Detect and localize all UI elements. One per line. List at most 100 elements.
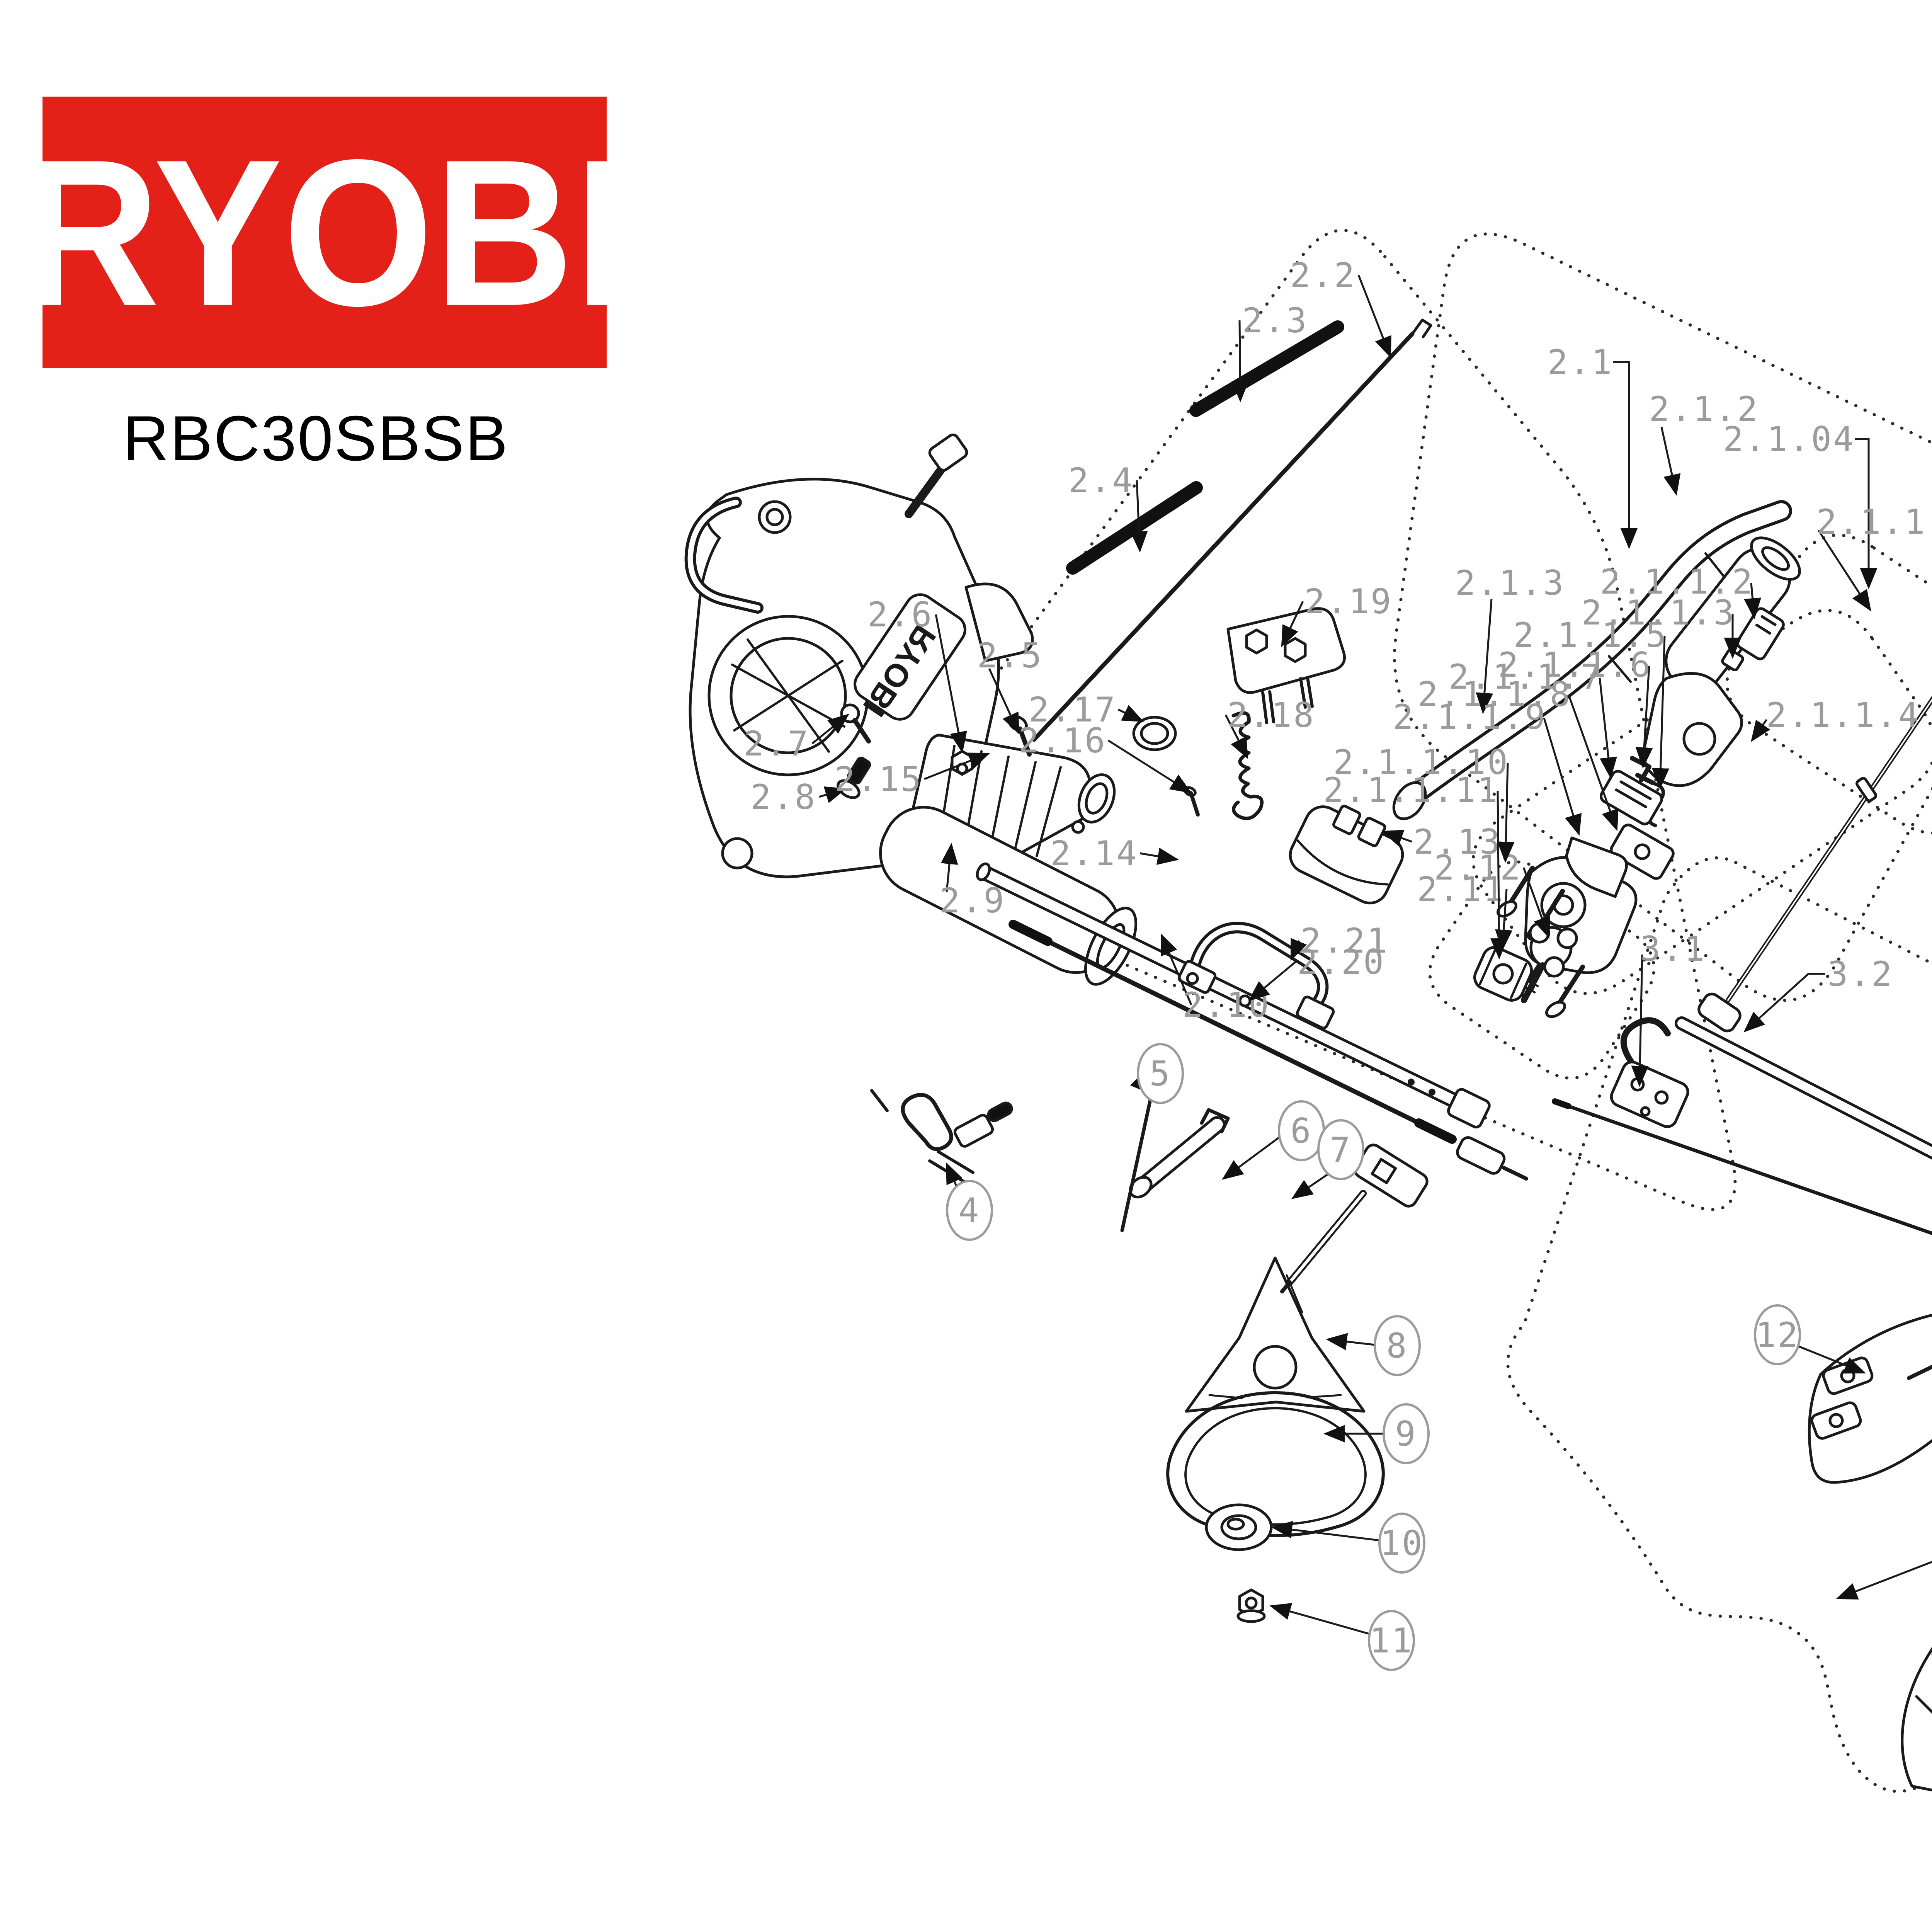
cup-washer (1205, 1503, 1273, 1551)
part-label-2.5: 2.5 (977, 636, 1043, 676)
item-number-6: 6 (1291, 1111, 1313, 1151)
inner-drive-shaft (1009, 920, 1528, 1181)
leader-item-12 (1796, 1344, 1866, 1374)
part-label-2.1.04: 2.1.04 (1723, 419, 1855, 459)
leader-2.2 (1357, 275, 1391, 358)
tri-arc-blade (1185, 1256, 1366, 1413)
guard-extension (1901, 1647, 1932, 1792)
leader-2.14 (1139, 847, 1179, 865)
spark-plug (905, 459, 950, 518)
lower-boom-tube (1675, 1016, 1932, 1160)
spring-2-18 (1231, 711, 1264, 820)
leader-2.1.1.1 (1817, 529, 1871, 612)
leader-2.9 (940, 843, 958, 892)
handlebar-tube (1392, 500, 1792, 820)
part-label-2.6: 2.6 (867, 595, 934, 635)
lower-boom-assembly (1552, 1016, 1932, 1235)
throttle-wire-2-2 (1032, 332, 1415, 742)
small-fasteners (837, 607, 1346, 834)
item-circle-4 (946, 1180, 993, 1241)
leader-2.1.1.7 (1599, 677, 1617, 779)
throttle-cables-and-rods (1032, 318, 1432, 742)
item-circle-9 (1383, 1403, 1430, 1464)
leader-2.1.1.4 (1751, 719, 1770, 742)
engine-assembly: RYOBI (684, 433, 1116, 878)
leader-2.17 (1117, 704, 1144, 722)
part-label-2.1.1.11: 2.1.1.11 (1323, 770, 1499, 810)
part-label-2.20: 2.20 (1297, 942, 1385, 982)
hanger-hook (1620, 1017, 1671, 1065)
leader-item-11 (1269, 1603, 1370, 1635)
item-circle-7 (1317, 1119, 1364, 1180)
leader-2.1.1.9 (1543, 718, 1582, 836)
leader-2.4 (1130, 480, 1148, 553)
item-number-7: 7 (1330, 1130, 1352, 1170)
throttle-lever (964, 582, 1034, 662)
item-circle-12 (1754, 1304, 1801, 1365)
shaft-clamp (1473, 946, 1533, 1002)
ryobi-logo-text: RYOBI (20, 116, 629, 349)
item-circle-8 (1374, 1315, 1421, 1376)
leader-2.15 (924, 752, 990, 780)
leader-2.19 (1281, 601, 1304, 647)
part-label-2.19: 2.19 (1304, 582, 1393, 621)
blade-deflector (1808, 1314, 1932, 1484)
cable-sheath-2-4 (1066, 481, 1203, 575)
throttle-plate (1610, 824, 1675, 880)
part-label-2.1.3: 2.1.3 (1455, 563, 1565, 603)
part-label-2.11: 2.11 (1417, 870, 1505, 909)
item-number-11: 11 (1369, 1621, 1413, 1661)
part-label-2.14: 2.14 (1050, 834, 1138, 873)
leader-2.1.1.6 (1635, 665, 1653, 769)
part-label-2.13: 2.13 (1413, 822, 1502, 862)
part-label-2.16: 2.16 (1019, 721, 1107, 761)
model-number: RBC30SBSB (123, 403, 509, 474)
leader-2.16 (1107, 739, 1192, 793)
harness-clip (870, 1089, 1013, 1185)
item-circle-11 (1368, 1610, 1415, 1671)
part-label-2.1.1.3: 2.1.1.3 (1582, 593, 1736, 633)
leader-2.1.04 (1855, 438, 1878, 589)
coupler-housing (1289, 805, 1404, 905)
leader-2.1.3 (1476, 599, 1493, 714)
part-label-2.1.1.8: 2.1.1.8 (1418, 674, 1572, 714)
flange-nut (1236, 1588, 1266, 1623)
section-2-boundary (889, 229, 1737, 1211)
throttle-cable-assembly (1697, 696, 1932, 1033)
item-number-12: 12 (1755, 1315, 1799, 1355)
leader-2.7 (811, 713, 849, 744)
leader-2.1.1.11 (1490, 791, 1508, 960)
part-label-2.1.1.7: 2.1.1.7 (1449, 657, 1603, 697)
item-number-5: 5 (1150, 1054, 1172, 1094)
part-label-2.1.1.2: 2.1.1.2 (1600, 562, 1754, 602)
part-label-2.15: 2.15 (835, 759, 923, 799)
leader-2.10 (1160, 933, 1192, 1005)
item-number-9: 9 (1395, 1414, 1417, 1454)
part-label-2.1.1.6: 2.1.1.6 (1498, 645, 1652, 685)
part-label-2.7: 2.7 (744, 724, 810, 764)
stop-switch (1736, 607, 1785, 660)
leader-item-7 (1291, 1169, 1335, 1199)
part-label-2.1.1.5: 2.1.1.5 (1514, 615, 1668, 655)
clamp-cluster-boundary (1428, 860, 1656, 1080)
item-number-10: 10 (1380, 1523, 1424, 1563)
callout-layer: 2.12.22.32.42.52.62.72.82.92.102.112.122… (744, 255, 1932, 1671)
leader-2.20 (1248, 961, 1296, 1002)
part-label-2.21: 2.21 (1301, 921, 1389, 961)
leader-2.1.2 (1660, 427, 1681, 496)
part-label-2.1.1.9: 2.1.1.9 (1393, 697, 1547, 737)
leader-2.13 (1381, 830, 1412, 846)
blade-guard-ring (1166, 1391, 1385, 1537)
leader-2.5 (988, 668, 1020, 735)
part-label-2.3: 2.3 (1242, 301, 1308, 340)
leader-item-6 (1221, 1136, 1281, 1180)
part-label-2.1: 2.1 (1548, 342, 1614, 382)
leader-item-13 (1836, 1561, 1932, 1600)
part-label-2.18: 2.18 (1227, 695, 1315, 735)
cable-boot (1697, 992, 1742, 1033)
leader-2.8 (819, 786, 847, 803)
item-number-4: 4 (959, 1191, 981, 1230)
spanner-tool (1129, 1108, 1230, 1199)
cable-sheath-2-3 (1189, 320, 1344, 417)
